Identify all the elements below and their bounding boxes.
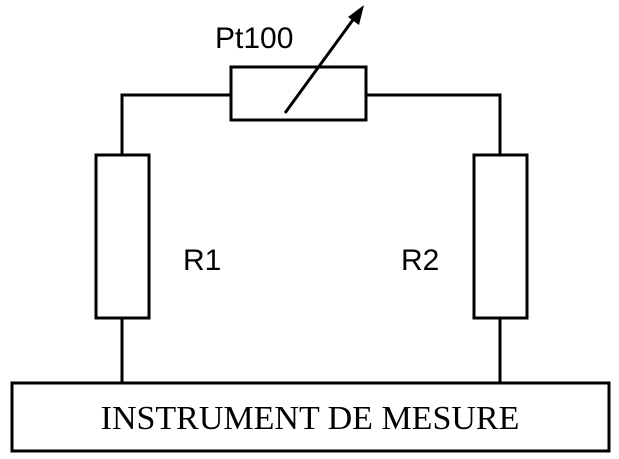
wires: [120, 93, 502, 383]
r2-resistor-body: [472, 153, 529, 320]
pt100-sensor: Pt100: [215, 5, 368, 122]
instrument-box: [10, 381, 611, 453]
measuring-instrument: INSTRUMENT DE MESURE: [10, 381, 611, 453]
variable-arrow-shaft: [283, 16, 357, 114]
instrument-label: INSTRUMENT DE MESURE: [101, 400, 520, 437]
r2-label: R2: [401, 244, 439, 277]
wire-right-top: [366, 93, 502, 155]
resistor-r2: R2: [401, 153, 529, 320]
resistor-r1: R1: [94, 153, 221, 320]
r1-resistor-body: [94, 153, 151, 320]
wire-left-top: [120, 93, 231, 155]
r1-label: R1: [183, 244, 221, 277]
pt100-label: Pt100: [215, 22, 293, 55]
variable-arrow-head: [348, 5, 364, 25]
